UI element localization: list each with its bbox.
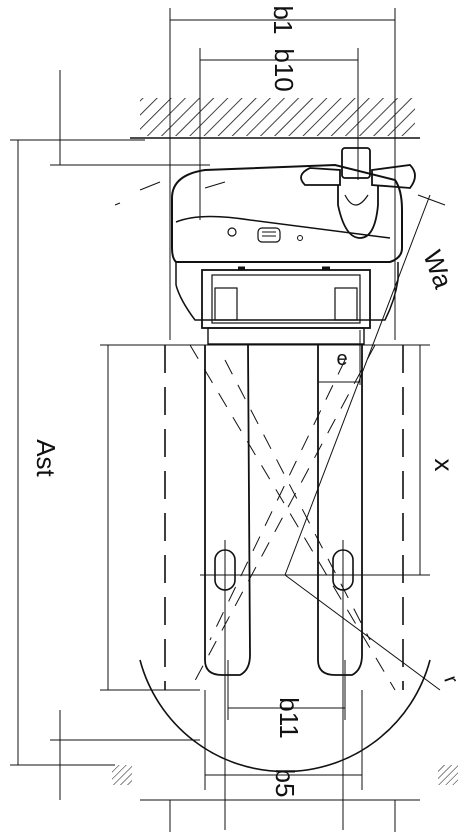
dimension-b5 [204,690,363,790]
left-reference-lines [50,70,430,800]
load-rollers [214,549,354,591]
dimension-r [284,574,441,691]
label-b11: b11 [274,697,304,738]
turning-radius-arc [139,659,431,773]
load-outline [164,345,404,690]
wall-bottom-right [438,765,458,785]
truck-body [171,163,403,321]
tiller-handle [300,147,416,239]
fork-centre-lines [224,540,344,830]
fork-right [317,345,363,676]
dimension-b1 [169,8,396,340]
wall-bottom-left [112,765,132,785]
label-b5: b5 [270,769,300,798]
label-b1: b1 [268,6,298,35]
dimension-ast [10,139,145,766]
label-ast: Ast [31,439,61,477]
label-r: r [439,673,460,687]
label-wa: Wa [417,246,458,293]
dimension-wa [284,194,446,576]
dimension-x [200,345,430,576]
label-e: e [336,348,347,370]
upper-construction-dashes [114,181,226,206]
fork-left [204,344,251,676]
bottom-frame-lines [140,799,420,832]
label-b10: b10 [269,48,299,91]
dimension-b10 [199,48,359,220]
wall-top [130,98,420,139]
dimension-e [318,330,361,385]
label-x: x [429,459,459,472]
construction-lines [189,344,396,691]
dimension-b11 [227,660,346,720]
chassis [201,266,371,345]
